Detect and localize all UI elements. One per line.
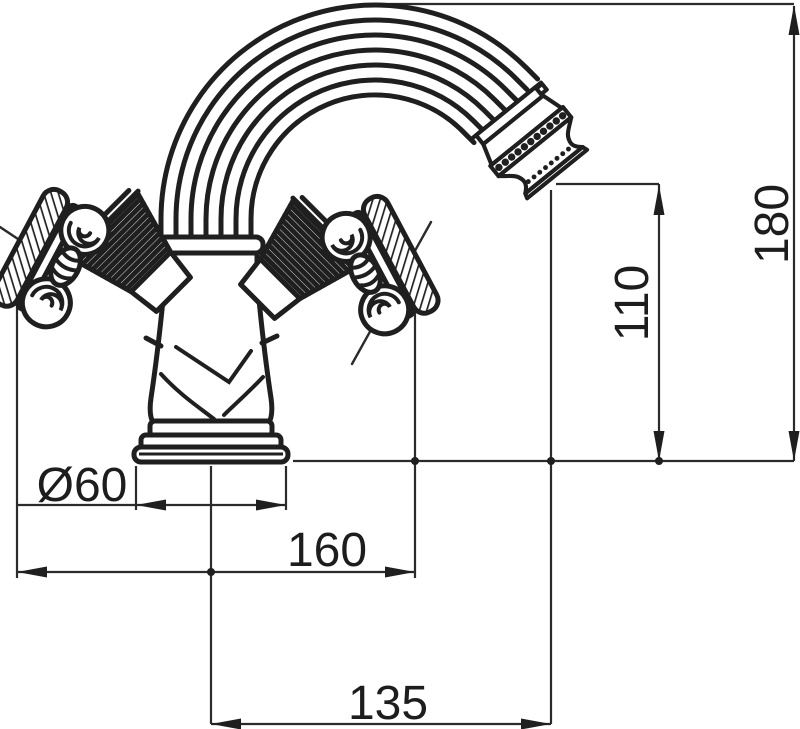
arrow-180-top	[788, 5, 800, 35]
arrow-110-top	[653, 185, 665, 215]
arrow-d60-right	[256, 499, 286, 511]
arrow-160-right	[385, 566, 415, 578]
junction-dot-1	[411, 457, 419, 465]
dim-label-outlet-height: 110	[606, 265, 659, 342]
right-handle	[238, 193, 441, 337]
junction-dot-3	[655, 457, 663, 465]
junction-dot-2	[547, 457, 555, 465]
left-hub-ribs	[50, 249, 83, 281]
dim-label-spout-reach: 135	[348, 677, 428, 729]
faucet-body-drawing	[0, 2, 590, 465]
dim-label-overall-width: 160	[287, 524, 367, 577]
arrow-135-left	[211, 718, 241, 729]
right-hub-ribs	[348, 256, 381, 288]
left-handle	[0, 186, 193, 330]
junction-dot-4	[207, 568, 215, 576]
nozzle-tab	[534, 81, 549, 97]
base-plinth	[131, 418, 291, 465]
left-handle-cap	[0, 186, 112, 330]
right-shoulder-tick	[259, 333, 280, 346]
left-shoulder-tick	[143, 335, 164, 349]
arrow-d60-left	[136, 499, 166, 511]
rim-dots	[525, 146, 571, 185]
left-cap-hatched-dome	[0, 186, 71, 309]
right-cap-hatched-dome	[360, 193, 441, 316]
right-scroll-top-spiral	[330, 227, 365, 256]
dim-label-base-diameter: Ø60	[37, 459, 128, 512]
arrow-110-bottom	[653, 431, 665, 461]
outlet-rim	[523, 144, 590, 201]
spout-flutes	[158, 2, 541, 245]
arrow-180-bottom	[788, 431, 800, 461]
arrow-135-right	[521, 718, 551, 729]
right-scroll-bottom-spiral	[366, 291, 401, 319]
left-scroll-bottom-spiral	[30, 284, 65, 312]
left-scroll-top-spiral	[66, 220, 101, 249]
spout-nozzle	[468, 80, 590, 201]
body-seams	[143, 333, 280, 421]
dim-label-overall-height: 180	[746, 184, 799, 264]
arrow-160-left	[17, 566, 47, 578]
dimension-annotations: Ø60 160 135 110 180	[17, 5, 800, 729]
right-handle-cap	[319, 193, 441, 337]
knurl-dots	[495, 112, 567, 172]
